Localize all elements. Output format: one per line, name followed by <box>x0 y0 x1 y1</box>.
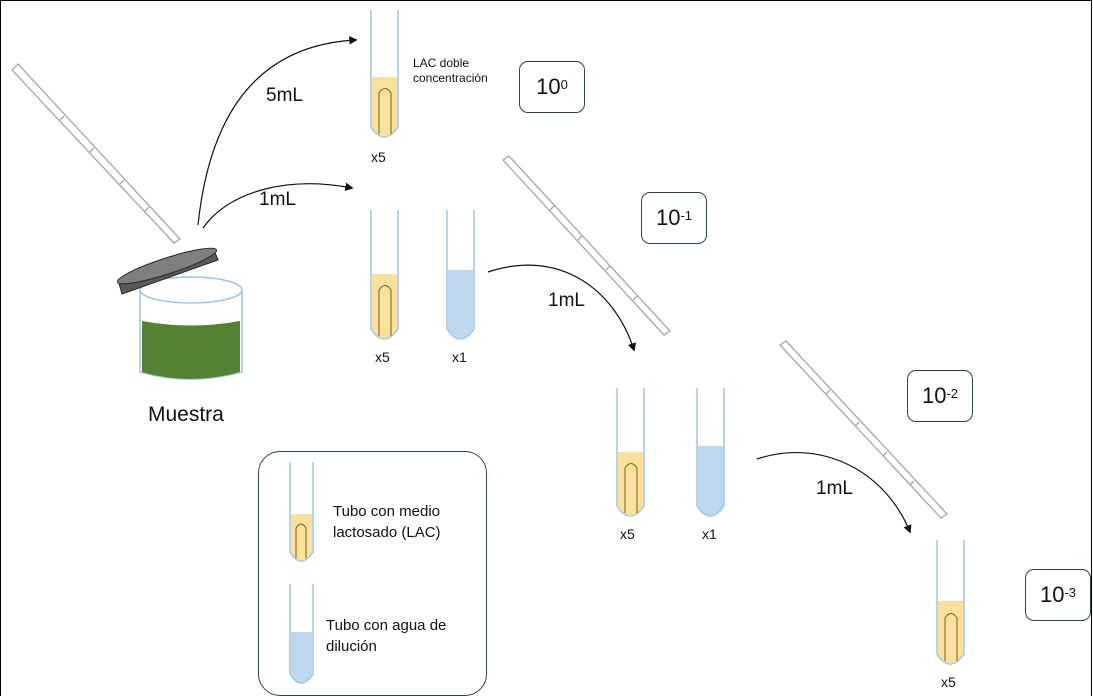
dilution-exp-0: 0 <box>560 76 568 92</box>
legend-box <box>258 451 487 696</box>
arrow-1ml-a <box>202 182 354 229</box>
arrow-5ml <box>197 36 358 226</box>
lac-double-label-line1: LAC doble <box>413 56 470 70</box>
legend-tube-water <box>289 584 314 684</box>
pipette-3 <box>779 340 948 519</box>
multiplier-row0: x5 <box>371 149 386 165</box>
lac-double-label-line2: concentración <box>413 71 488 85</box>
dilution-box-1: 10-1 <box>641 192 707 244</box>
dilution-base-2: 10 <box>921 383 947 408</box>
dilution-box-3: 10-3 <box>1025 569 1091 621</box>
transfer-5ml-label: 5mL <box>266 85 303 106</box>
tube-lac-row2 <box>616 388 645 517</box>
legend-lac-line2: lactosado (LAC) <box>333 524 441 541</box>
dilution-exp-3: -3 <box>1064 584 1077 600</box>
tube-water-row1 <box>446 210 475 340</box>
transfer-1ml-label-a: 1mL <box>259 189 296 210</box>
dilution-box-2: 10-2 <box>907 370 973 422</box>
arrow-1ml-c <box>756 451 912 534</box>
dilution-exp-1: -1 <box>680 207 693 223</box>
multiplier-row3: x5 <box>941 674 956 690</box>
dilution-base-3: 10 <box>1039 582 1065 607</box>
multiplier-row2-water: x1 <box>702 526 717 542</box>
pipette-2 <box>502 155 671 336</box>
legend-tube-lac <box>289 462 314 562</box>
sample-jar <box>116 247 243 380</box>
dilution-base-0: 10 <box>536 74 561 99</box>
tube-water-row2 <box>696 388 725 517</box>
legend-water-line2: dilución <box>326 638 377 655</box>
dilution-base-1: 10 <box>655 205 681 230</box>
sample-label: Muestra <box>148 403 224 426</box>
legend-water-line1: Tubo con agua de <box>326 617 447 634</box>
legend-lac-line1: Tubo con medio <box>333 503 441 520</box>
pipette-1 <box>11 63 181 244</box>
transfer-1ml-label-c: 1mL <box>816 478 853 499</box>
arrow-1ml-b <box>487 264 636 352</box>
dilution-exp-2: -2 <box>946 385 959 401</box>
transfer-1ml-label-b: 1mL <box>548 290 585 311</box>
tube-lac-row1 <box>370 210 399 340</box>
multiplier-row1-lac: x5 <box>375 349 390 365</box>
multiplier-row1-water: x1 <box>452 349 467 365</box>
tube-lac-row3 <box>936 540 965 665</box>
tube-lac-row0 <box>370 10 399 138</box>
multiplier-row2-lac: x5 <box>620 526 635 542</box>
